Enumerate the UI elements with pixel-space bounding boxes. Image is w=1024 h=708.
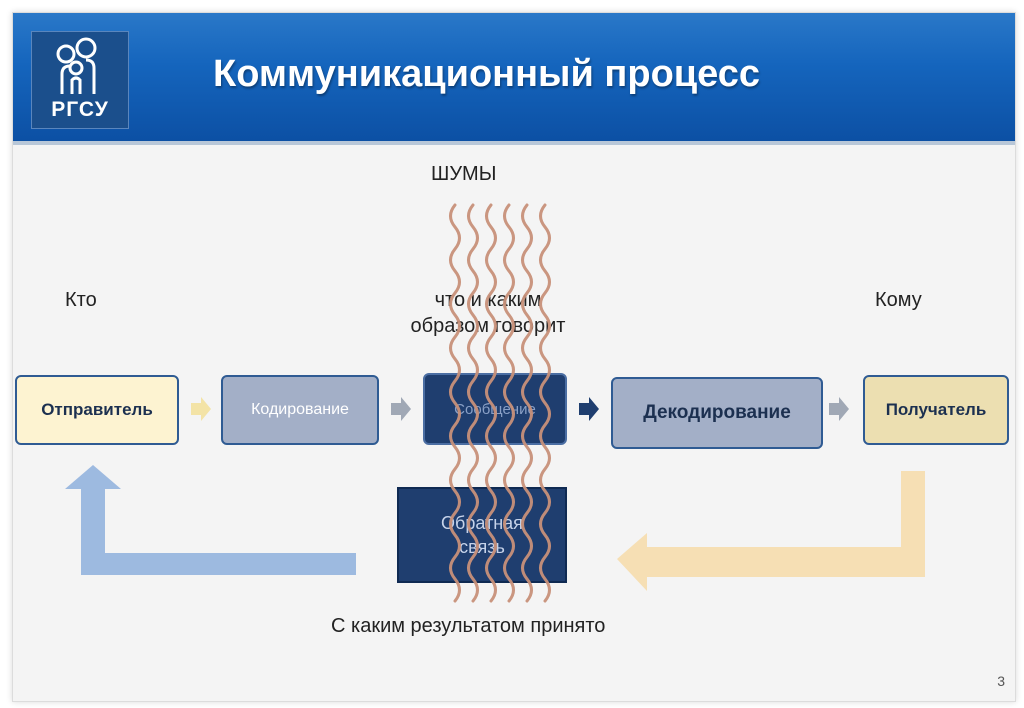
noise-label: ШУМЫ	[431, 163, 497, 185]
rgsu-logo: РГСУ	[31, 31, 129, 129]
logo-people-icon	[56, 37, 97, 94]
decoding-box: Декодирование	[611, 377, 823, 449]
noise-waves	[449, 203, 551, 603]
flow-arrow-icon	[829, 397, 849, 421]
flow-arrow-icon	[391, 397, 411, 421]
page-title: Коммуникационный процесс	[213, 53, 761, 95]
feedback-arrow-blue	[65, 465, 356, 575]
result-label: С каким результатом принято	[331, 615, 606, 637]
receiver-box: Получатель	[863, 375, 1009, 445]
encoding-box: Кодирование	[221, 375, 379, 445]
return-arrows	[65, 397, 925, 591]
logo-text: РГСУ	[51, 98, 109, 121]
flow-arrow-icon	[191, 397, 211, 421]
noise-wave-icon	[449, 203, 461, 603]
header-divider	[13, 141, 1015, 145]
feedback-box: Обратная связь	[397, 487, 567, 583]
slide: РГСУ Коммуникационный процесс ШУМЫ Кто ч…	[12, 12, 1016, 702]
header-bar: РГСУ Коммуникационный процесс	[13, 13, 1015, 141]
what-label-line2: образом говорит	[410, 315, 566, 337]
noise-wave-icon	[503, 203, 515, 603]
noise-wave-icon	[539, 203, 551, 603]
who-label: Кто	[65, 289, 97, 311]
flow-arrow-icon	[579, 397, 599, 421]
whom-label: Кому	[875, 289, 922, 311]
feedback-line1: Обратная	[441, 513, 523, 533]
noise-wave-icon	[521, 203, 533, 603]
noise-wave-icon	[485, 203, 497, 603]
page-number: 3	[997, 673, 1005, 689]
noise-wave-icon	[467, 203, 479, 603]
feedback-arrow-yellow	[617, 471, 925, 591]
sender-box: Отправитель	[15, 375, 179, 445]
